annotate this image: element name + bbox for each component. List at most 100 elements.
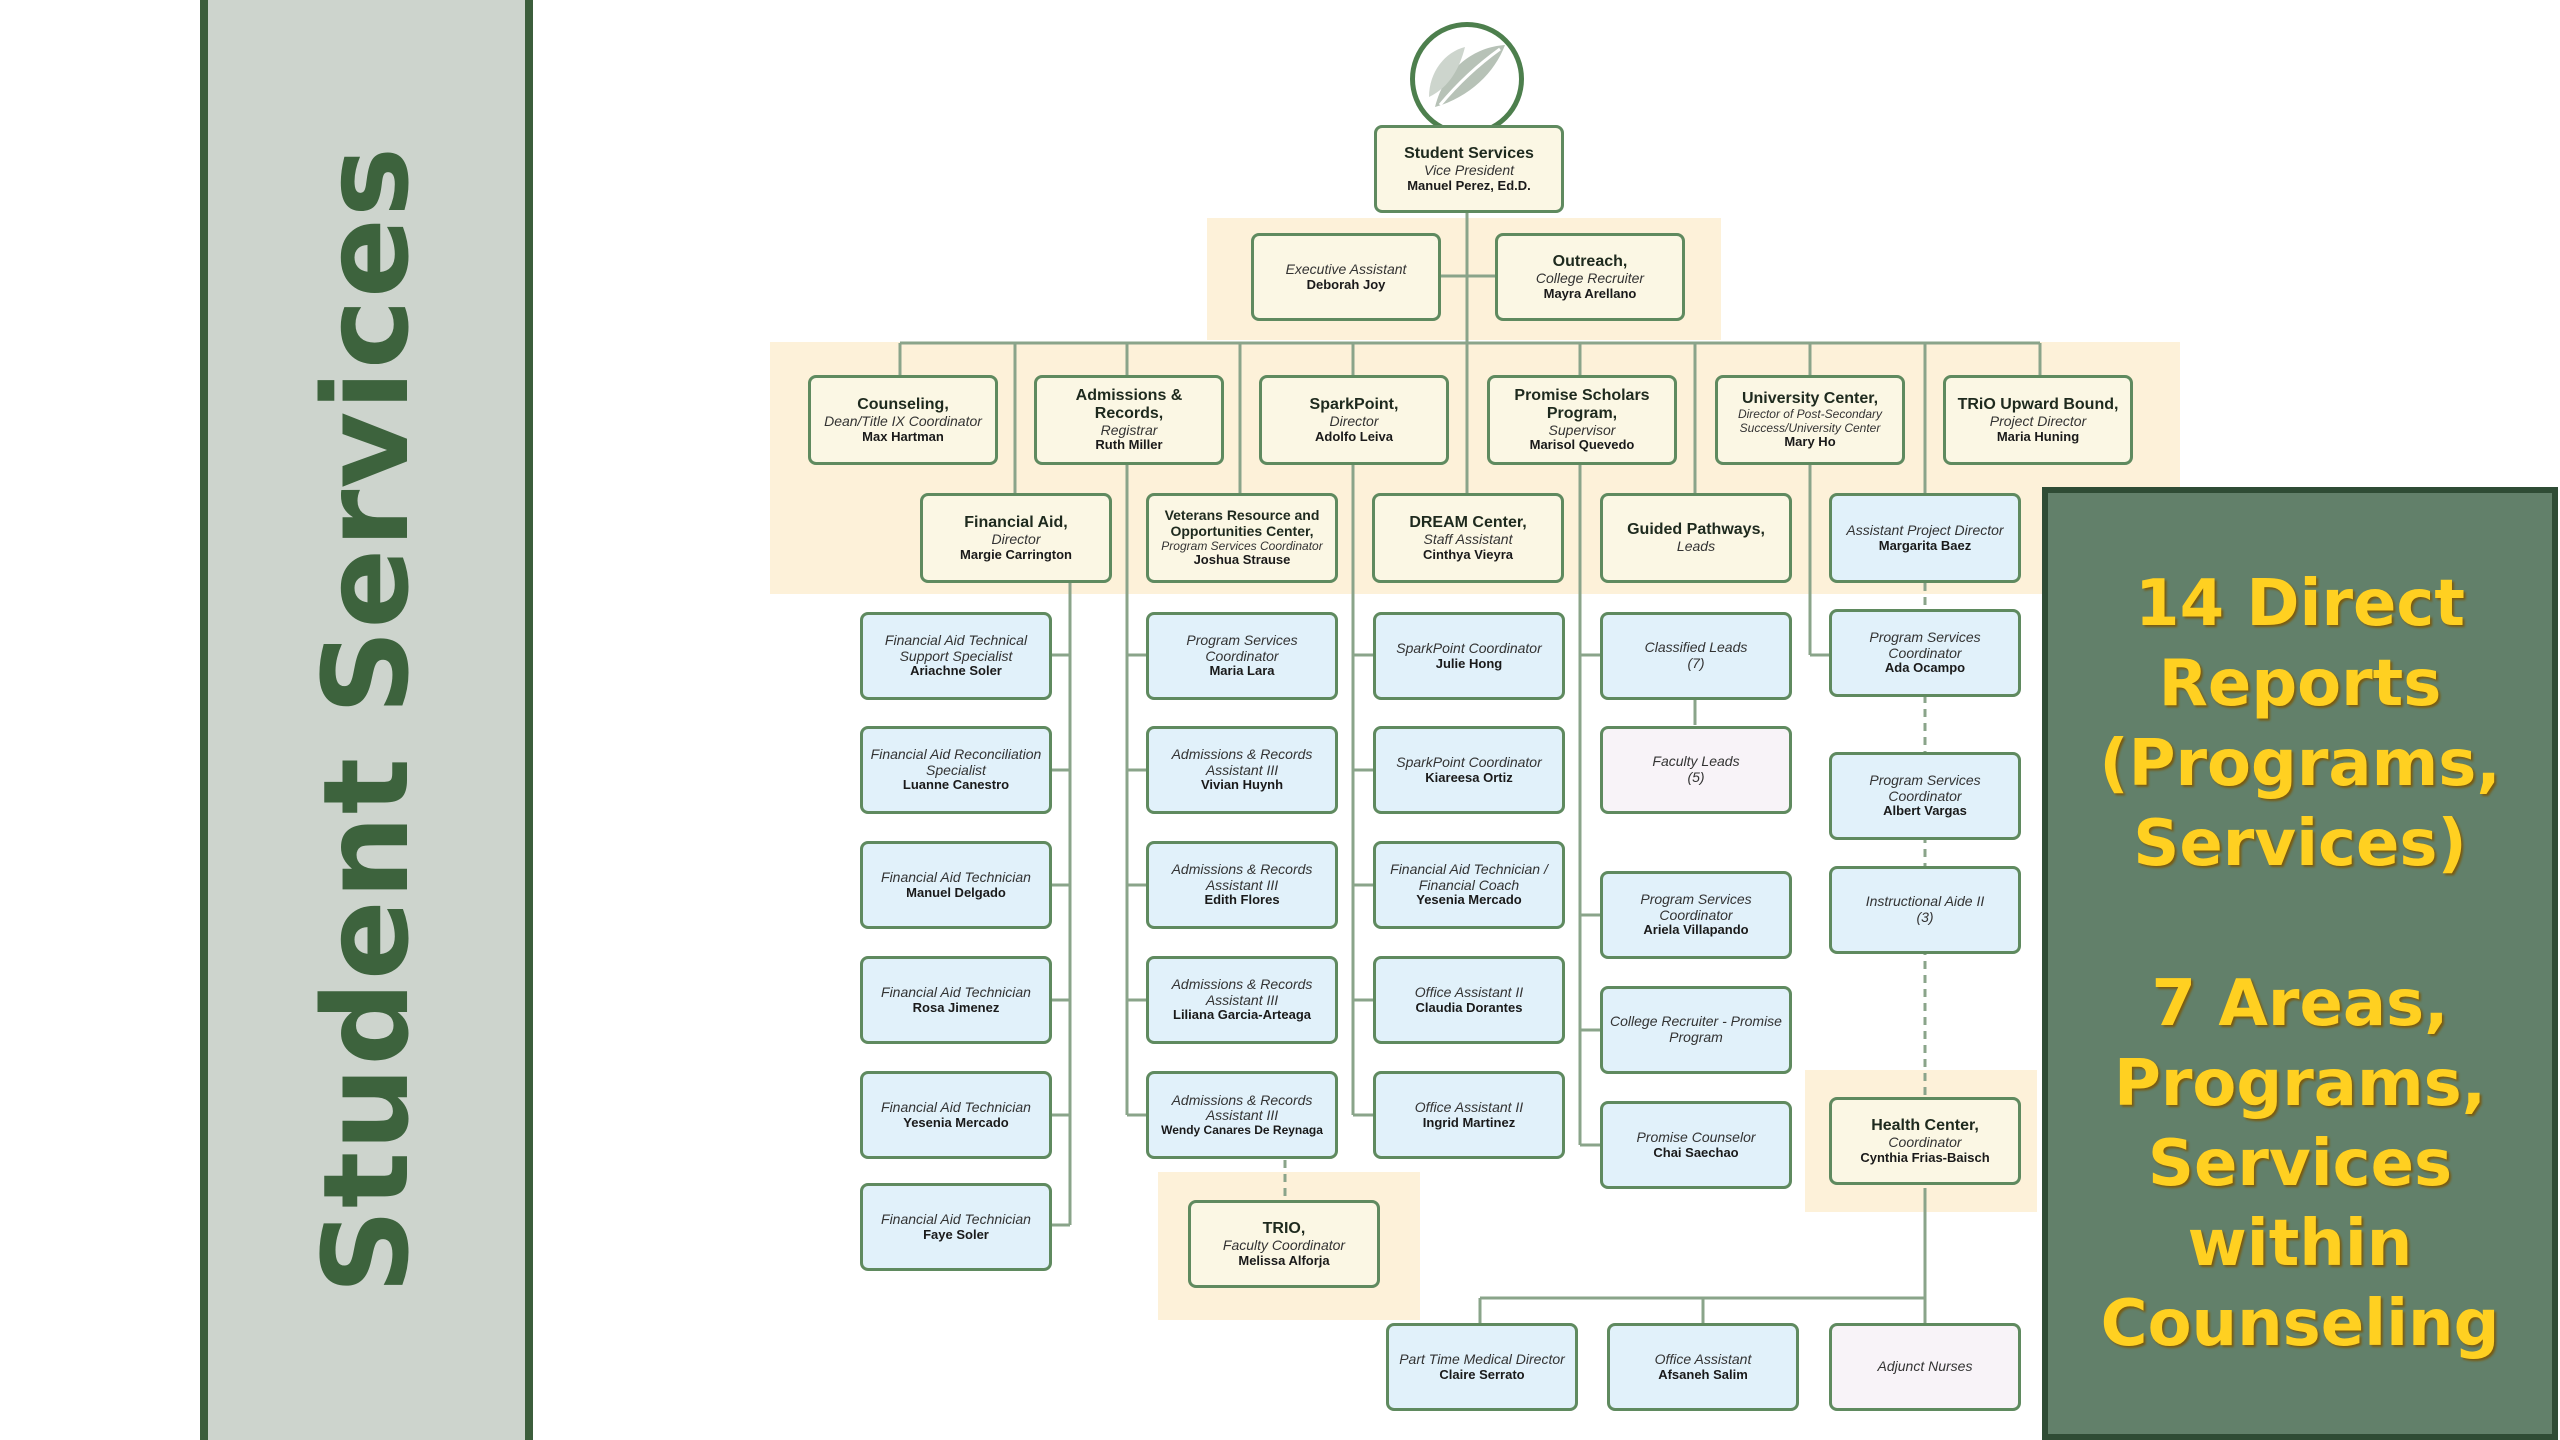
node-subtitle: Leads <box>1676 538 1716 555</box>
node-ar-staff: Admissions & Records Assistant III Wendy… <box>1146 1071 1338 1159</box>
node-subtitle: Financial Aid Technician <box>881 983 1031 1000</box>
node-person: Melissa Alforja <box>1238 1252 1330 1268</box>
node-person: Liliana Garcia-Arteaga <box>1173 1007 1311 1023</box>
node-vice-president: Student Services Vice President Manuel P… <box>1374 125 1564 213</box>
node-person: Afsaneh Salim <box>1658 1366 1748 1382</box>
node-person: Luanne Canestro <box>902 777 1010 793</box>
node-person: Claudia Dorantes <box>1415 999 1523 1015</box>
node-title: SparkPoint, <box>1309 395 1399 413</box>
node-subtitle: Director <box>1329 412 1379 429</box>
node-subtitle: Coordinator <box>1888 1133 1962 1150</box>
node-financial-aid: Financial Aid, Director Margie Carringto… <box>920 493 1112 583</box>
node-person: Vivian Huynh <box>1200 777 1284 793</box>
node-subtitle: College Recruiter - Promise Program <box>1610 1013 1782 1045</box>
node-subtitle: Program Services Coordinator <box>1186 632 1298 664</box>
node-subtitle: College Recruiter <box>1535 269 1645 286</box>
node-sp-staff: Office Assistant II Ingrid Martinez <box>1373 1071 1565 1159</box>
node-subtitle: Faculty Coordinator <box>1222 1236 1346 1253</box>
node-ar-staff: Admissions & Records Assistant III Vivia… <box>1146 726 1338 814</box>
node-subtitle: Supervisor <box>1548 421 1616 438</box>
node-outreach: Outreach, College Recruiter Mayra Arella… <box>1495 233 1685 321</box>
node-person: Deborah Joy <box>1306 276 1386 292</box>
node-person: Mary Ho <box>1784 434 1836 450</box>
node-subtitle: Program Services Coordinator <box>1640 891 1752 923</box>
node-title: Admissions & Records, <box>1075 386 1183 422</box>
node-subtitle: Dean/Title IX Coordinator <box>824 412 982 429</box>
node-admissions-records: Admissions & Records, Registrar Ruth Mil… <box>1034 375 1224 465</box>
node-person: Yesenia Mercado <box>1416 892 1522 908</box>
node-subtitle: Financial Aid Technician <box>881 1098 1031 1115</box>
callout-line: 14 Direct <box>2135 566 2465 641</box>
node-subtitle: Faculty Leads <box>1652 753 1740 770</box>
callout-spacer <box>2280 884 2320 964</box>
node-subtitle: Office Assistant <box>1654 1350 1752 1367</box>
node-person: Rosa Jimenez <box>912 999 1000 1015</box>
node-title: TRiO Upward Bound, <box>1957 395 2119 413</box>
node-subtitle: Vice President <box>1423 161 1514 178</box>
node-ar-staff: Admissions & Records Assistant III Edith… <box>1146 841 1338 929</box>
node-health-staff: Office Assistant Afsaneh Salim <box>1607 1323 1799 1411</box>
node-title: Counseling, <box>857 395 949 413</box>
node-subtitle: Office Assistant II <box>1414 983 1524 1000</box>
node-guided-pathways: Guided Pathways, Leads <box>1600 493 1792 583</box>
node-subtitle: Program Services Coordinator <box>1869 629 1981 661</box>
node-fa-staff: Financial Aid Technician Faye Soler <box>860 1183 1052 1271</box>
node-subtitle: Financial Aid Technician <box>881 1210 1031 1227</box>
callout-line: Programs, <box>2113 1046 2487 1121</box>
node-gp-staff: Faculty Leads (5) <box>1600 726 1792 814</box>
node-person: Manuel Delgado <box>906 884 1006 900</box>
node-subtitle: Financial Aid Reconciliation Specialist <box>870 746 1042 778</box>
node-health-center: Health Center, Coordinator Cynthia Frias… <box>1829 1097 2021 1185</box>
node-subtitle: Financial Aid Technician <box>881 868 1031 885</box>
node-subtitle: Project Director <box>1989 412 2087 429</box>
node-sp-staff: Office Assistant II Claudia Dorantes <box>1373 956 1565 1044</box>
node-veterans-center: Veterans Resource and Opportunities Cent… <box>1146 493 1338 583</box>
node-person: Kiareesa Ortiz <box>1425 769 1513 785</box>
node-uc-staff: Instructional Aide II (3) <box>1829 866 2021 954</box>
node-title: Outreach, <box>1552 252 1628 270</box>
node-count: (7) <box>1687 655 1705 671</box>
node-counseling: Counseling, Dean/Title IX Coordinator Ma… <box>808 375 998 465</box>
node-person: Marisol Quevedo <box>1529 437 1635 453</box>
node-person: Maria Lara <box>1209 663 1275 679</box>
node-subtitle: Part Time Medical Director <box>1399 1350 1565 1367</box>
node-subtitle: Adjunct Nurses <box>1877 1358 1973 1375</box>
node-subtitle: Program Services Coordinator <box>1161 538 1323 553</box>
node-subtitle: Financial Aid Technician / Financial Coa… <box>1390 861 1548 893</box>
node-health-staff: Part Time Medical Director Claire Serrat… <box>1386 1323 1578 1411</box>
node-person: Joshua Strause <box>1193 552 1291 568</box>
node-title: DREAM Center, <box>1409 513 1527 531</box>
callout-line: Counseling <box>2100 1286 2500 1361</box>
node-subtitle: Registrar <box>1100 421 1158 438</box>
node-gp-staff: Promise Counselor Chai Saechao <box>1600 1101 1792 1189</box>
node-person: Claire Serrato <box>1439 1366 1525 1382</box>
summary-callout: 14 Direct Reports (Programs, Services) 7… <box>2042 487 2558 1440</box>
node-count: (3) <box>1916 909 1934 925</box>
node-gp-staff: Classified Leads (7) <box>1600 612 1792 700</box>
node-subtitle: Assistant Project Director <box>1846 521 2004 538</box>
node-person: Margie Carrington <box>960 546 1072 562</box>
callout-line: 7 Areas, <box>2151 966 2449 1041</box>
node-fa-staff: Financial Aid Reconciliation Specialist … <box>860 726 1052 814</box>
node-person: Maria Huning <box>1996 428 2080 444</box>
callout-line: Reports <box>2158 646 2442 721</box>
node-subtitle: Office Assistant II <box>1414 1098 1524 1115</box>
node-gp-staff: College Recruiter - Promise Program <box>1600 986 1792 1074</box>
node-subtitle: Instructional Aide II <box>1865 893 1985 910</box>
node-subtitle: SparkPoint Coordinator <box>1396 639 1542 656</box>
node-trio: TRIO, Faculty Coordinator Melissa Alforj… <box>1188 1200 1380 1288</box>
node-title: Guided Pathways, <box>1627 521 1765 539</box>
node-person: Max Hartman <box>862 428 944 444</box>
node-person: Ada Ocampo <box>1884 660 1966 676</box>
node-fa-staff: Financial Aid Technical Support Speciali… <box>860 612 1052 700</box>
college-logo <box>1410 22 1524 136</box>
node-title: Veterans Resource and Opportunities Cent… <box>1164 507 1320 539</box>
node-assistant-project-director: Assistant Project Director Margarita Bae… <box>1829 493 2021 583</box>
node-person: Cynthia Frias-Baisch <box>1860 1149 1990 1165</box>
node-subtitle: Admissions & Records Assistant III <box>1171 861 1313 893</box>
node-sp-staff: SparkPoint Coordinator Julie Hong <box>1373 612 1565 700</box>
node-person: Edith Flores <box>1204 892 1280 908</box>
node-title: University Center, <box>1741 390 1879 408</box>
node-sp-staff: SparkPoint Coordinator Kiareesa Ortiz <box>1373 726 1565 814</box>
node-subtitle: Classified Leads <box>1644 639 1748 656</box>
